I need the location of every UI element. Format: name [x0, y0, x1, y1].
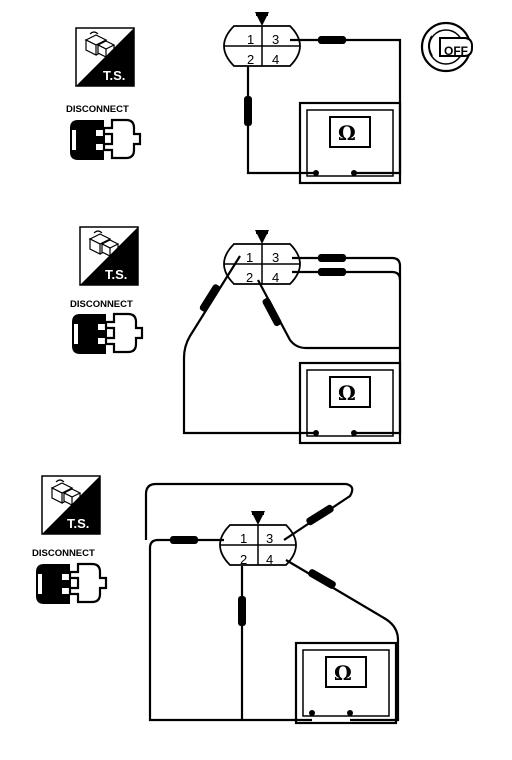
wire-pin1-to-meter [148, 538, 312, 722]
pin-3-label: 3 [266, 531, 273, 546]
panel-3: T.S. DISCONNECT 1 3 2 4 Ω [32, 475, 400, 725]
pin-1-label: 1 [246, 250, 253, 265]
probe-pin3 [318, 254, 346, 262]
pin-2-label: 2 [240, 552, 247, 567]
harness-connector [223, 229, 301, 285]
disconnect-label: DISCONNECT [32, 548, 95, 559]
probe-pin1 [170, 536, 198, 544]
wire-pin4-to-meter [292, 270, 402, 435]
pin-4-label: 4 [272, 52, 279, 67]
probe-pin3 [318, 36, 346, 44]
ignition-off-label: OFF [444, 44, 468, 58]
wire-pin2 [257, 279, 400, 350]
wire-pin3 [292, 256, 402, 280]
pin-4-label: 4 [266, 552, 273, 567]
probe-pin2 [238, 596, 246, 626]
pin-2-label: 2 [246, 270, 253, 285]
wire-pin1-to-meter [182, 255, 316, 435]
wire-pin3 [144, 482, 354, 541]
pin-4-label: 4 [272, 270, 279, 285]
ts-label: T.S. [67, 516, 89, 531]
probe-pin4 [318, 268, 346, 276]
pin-2-label: 2 [247, 52, 254, 67]
panel-1: T.S. DISCONNECT 1 3 2 4 Ω OFF [66, 11, 473, 185]
disconnect-connector-icon [34, 562, 108, 606]
disconnect-connector-icon [68, 118, 142, 162]
harness-connector [223, 11, 301, 67]
ohm-symbol: Ω [338, 381, 356, 405]
probe-pin1 [199, 284, 221, 312]
pin-3-label: 3 [272, 250, 279, 265]
ts-label: T.S. [103, 68, 125, 83]
panel-2: T.S. DISCONNECT 1 3 2 4 Ω [70, 226, 402, 445]
disconnect-label: DISCONNECT [66, 104, 129, 115]
probe-pin2 [262, 297, 282, 327]
pin-1-label: 1 [247, 32, 254, 47]
ohm-symbol: Ω [338, 121, 356, 145]
pin-3-label: 3 [272, 32, 279, 47]
disconnect-connector-icon [70, 312, 144, 356]
ignition-switch-off: OFF [420, 21, 473, 73]
pin-1-label: 1 [240, 531, 247, 546]
probe-pin3 [306, 504, 334, 526]
probe-pin2 [244, 96, 252, 126]
ohm-symbol: Ω [334, 661, 352, 685]
disconnect-label: DISCONNECT [70, 299, 133, 310]
wire-pin4-to-meter [285, 559, 400, 722]
ts-label: T.S. [105, 267, 127, 282]
harness-connector [219, 510, 297, 566]
probe-pin4 [308, 569, 336, 589]
